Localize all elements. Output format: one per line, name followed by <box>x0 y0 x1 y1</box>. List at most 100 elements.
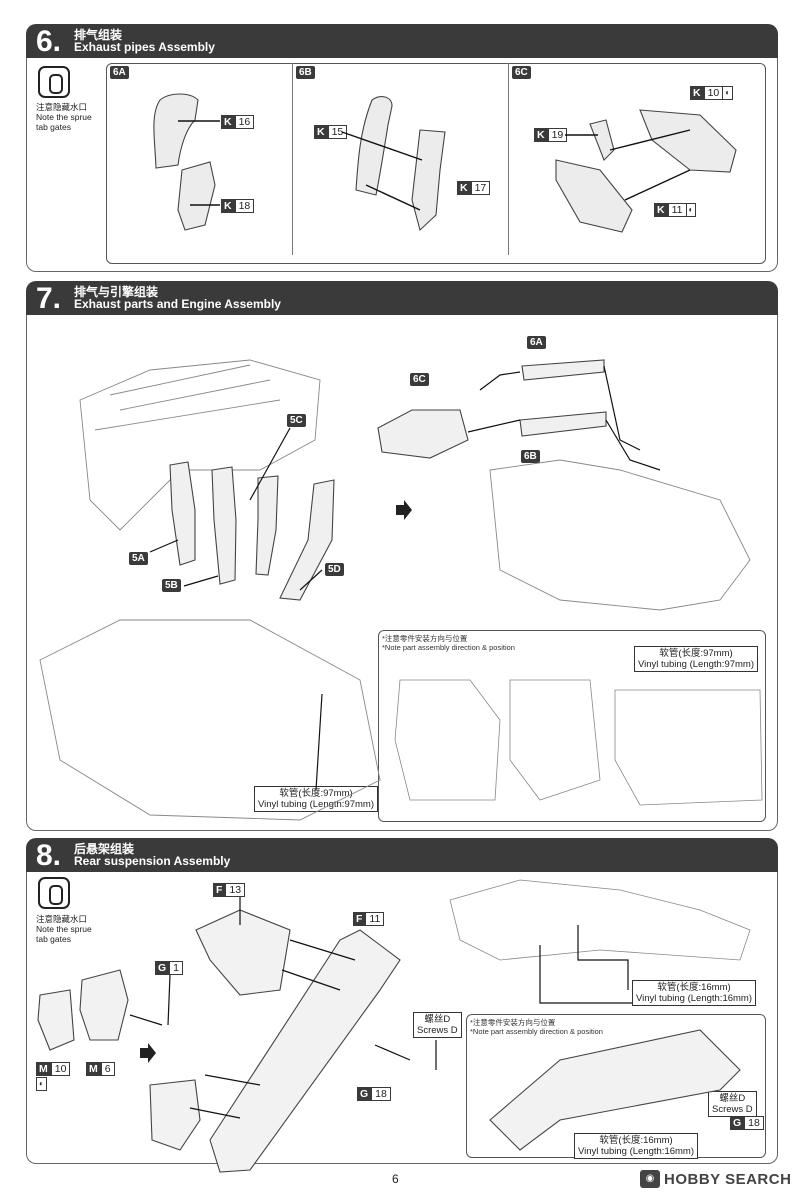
sprue-note: 注意隐藏水口 Note the sprue tab gates <box>36 102 92 132</box>
detail-side-illustration <box>509 679 601 801</box>
axle-bracket-illustration <box>149 1079 201 1151</box>
part-m10-glyph: ◐ <box>36 1077 47 1091</box>
sprue-note-en-2: tab gates <box>36 122 71 132</box>
section-7-header: 7. 排气与引擎组装 Exhaust parts and Engine Asse… <box>26 281 778 315</box>
sprue-warning-icon <box>38 66 70 98</box>
sprue-note-8-en-1: Note the sprue <box>36 924 92 934</box>
direction-note-cn: *注意零件安装方向与位置 <box>382 634 468 643</box>
vinyl-tubing-16-detail-cn: 软管(长度:16mm) <box>599 1135 673 1146</box>
vinyl-tubing-label-detail: 软管(长度:97mm) Vinyl tubing (Length:97mm) <box>634 646 758 672</box>
frame-top-illustration <box>449 879 751 961</box>
header-pipe-5a-illustration <box>169 461 196 566</box>
section-8-body <box>26 872 778 1164</box>
sprue-note-cn: 注意隐藏水口 <box>36 102 88 112</box>
sprue-note-en-1: Note the sprue <box>36 112 92 122</box>
hanger-k19-illustration <box>589 119 615 161</box>
screws-d-en: Screws D <box>417 1025 458 1036</box>
muffler-k11-illustration <box>555 159 633 233</box>
muffler-bracket-k10-illustration <box>639 109 737 173</box>
section-8-title-en: Rear suspension Assembly <box>74 854 231 868</box>
section-7-body <box>26 315 778 831</box>
tag-6c: 6C <box>410 373 429 386</box>
vinyl-tubing-16-detail-en: Vinyl tubing (Length:16mm) <box>578 1146 694 1157</box>
section-7-number: 7. <box>36 282 62 315</box>
section-6-header: 6. 排气组装 Exhaust pipes Assembly <box>26 24 778 58</box>
sprue-note-8: 注意隐藏水口 Note the sprue tab gates <box>36 914 92 944</box>
swingarm-f11-illustration <box>209 929 401 1173</box>
tag-5c: 5C <box>287 414 306 427</box>
sprue-warning-icon <box>38 877 70 909</box>
section-8-header: 8. 后悬架组装 Rear suspension Assembly <box>26 838 778 872</box>
vinyl-tubing-detail-cn: 软管(长度:97mm) <box>659 648 733 659</box>
tag-6a: 6A <box>527 336 546 349</box>
section-6-body <box>26 58 778 272</box>
exhaust-bracket-k18-illustration <box>177 161 216 231</box>
panel-divider <box>508 63 509 255</box>
sprue-note-8-cn: 注意隐藏水口 <box>36 914 88 924</box>
page-number: 6 <box>392 1172 399 1186</box>
vinyl-tubing-cn: 软管(长度:97mm) <box>279 788 353 799</box>
step-arrow-icon <box>396 500 412 520</box>
rear-direction-note: *注意零件安装方向与位置 *Note part assembly directi… <box>470 1018 603 1036</box>
vinyl-tubing-16-label-detail: 软管(长度:16mm) Vinyl tubing (Length:16mm) <box>574 1133 698 1159</box>
swingarm-detail-illustration <box>489 1029 741 1151</box>
panel-6a-label: 6A <box>110 66 129 79</box>
detail-rear-illustration <box>614 689 763 806</box>
hobby-search-logo-text: HOBBY SEARCH <box>664 1170 792 1188</box>
section-6-panel-group <box>106 63 766 264</box>
direction-detail-panel <box>378 630 766 822</box>
pipe-6a-illustration <box>521 359 605 381</box>
panel-6b-label: 6B <box>296 66 315 79</box>
engine-rear-illustration <box>489 459 751 611</box>
section-6-title-en: Exhaust pipes Assembly <box>74 40 215 54</box>
tag-6b: 6B <box>521 450 540 463</box>
cover-f13-illustration <box>195 909 291 996</box>
muffler-6c-illustration <box>377 409 469 459</box>
engine-illustration <box>79 359 321 531</box>
exhaust-pipe-k17-illustration <box>411 129 446 232</box>
engine-side-illustration <box>39 619 381 821</box>
bracket-m6-illustration <box>79 969 129 1041</box>
panel-divider <box>292 63 293 255</box>
screws-d-label-detail: 螺丝D Screws D <box>708 1091 757 1117</box>
tag-5a: 5A <box>129 552 148 565</box>
exhaust-pipe-k15-illustration <box>355 96 393 196</box>
rear-direction-note-en: *Note part assembly direction & position <box>470 1027 603 1036</box>
hobby-search-logo-icon: ◉ <box>640 1170 660 1188</box>
section-8-title-cn: 后悬架组装 <box>74 842 135 856</box>
sprue-note-8-en-2: tab gates <box>36 934 71 944</box>
vinyl-tubing-detail-en: Vinyl tubing (Length:97mm) <box>638 659 754 670</box>
exhaust-pipe-k16-illustration <box>153 93 199 169</box>
vinyl-tubing-16-en: Vinyl tubing (Length:16mm) <box>636 993 752 1004</box>
direction-note: *注意零件安装方向与位置 *Note part assembly directi… <box>382 634 515 652</box>
section-6-title-cn: 排气组装 <box>74 28 123 42</box>
vinyl-tubing-en: Vinyl tubing (Length:97mm) <box>258 799 374 810</box>
header-pipe-5c-illustration <box>255 475 279 576</box>
header-pipe-5b-illustration <box>211 466 237 585</box>
tag-5b: 5B <box>162 579 181 592</box>
panel-6c-label: 6C <box>512 66 531 79</box>
screws-d-cn: 螺丝D <box>424 1014 451 1025</box>
screws-d-label: 螺丝D Screws D <box>413 1012 462 1038</box>
header-pipe-5d-illustration <box>279 479 335 601</box>
section-6-number: 6. <box>36 25 62 58</box>
rear-direction-note-cn: *注意零件安装方向与位置 <box>470 1018 556 1027</box>
hobby-search-logo: ◉ HOBBY SEARCH <box>640 1169 791 1189</box>
section-7-title-en: Exhaust parts and Engine Assembly <box>74 297 281 311</box>
vinyl-tubing-16-cn: 软管(长度:16mm) <box>657 982 731 993</box>
screws-d-detail-cn: 螺丝D <box>719 1093 746 1104</box>
pipe-6b-illustration <box>519 411 607 437</box>
section-8-number: 8. <box>36 839 62 872</box>
